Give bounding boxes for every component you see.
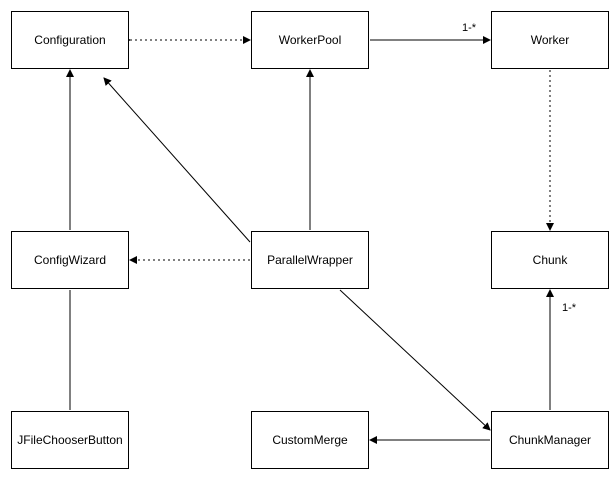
node-worker[interactable]: Worker: [491, 11, 609, 69]
node-configuration[interactable]: Configuration: [11, 11, 129, 69]
node-configwizard-label: ConfigWizard: [33, 253, 107, 267]
node-workerpool[interactable]: WorkerPool: [251, 11, 369, 69]
node-chunk-label: Chunk: [532, 253, 568, 267]
multiplicity-workerpool-worker: 1-*: [462, 22, 477, 34]
node-configuration-label: Configuration: [34, 33, 106, 47]
edge-parallelwrapper-chunkmanager: [339, 289, 491, 431]
node-jfilechooserbutton[interactable]: JFileChooserButton: [11, 411, 129, 469]
multiplicity-chunkmanager-chunk: 1-*: [562, 302, 577, 314]
node-worker-label: Worker: [530, 33, 570, 47]
node-chunk[interactable]: Chunk: [491, 231, 609, 289]
node-custommerge-label: CustomMerge: [272, 433, 348, 447]
node-workerpool-label: WorkerPool: [278, 33, 342, 47]
node-parallelwrapper-label: ParallelWrapper: [267, 253, 353, 267]
node-configwizard[interactable]: ConfigWizard: [11, 231, 129, 289]
node-custommerge[interactable]: CustomMerge: [251, 411, 369, 469]
node-parallelwrapper[interactable]: ParallelWrapper: [251, 231, 369, 289]
node-jfilechooserbutton-label: JFileChooserButton: [17, 433, 123, 447]
node-chunkmanager[interactable]: ChunkManager: [491, 411, 609, 469]
edge-parallelwrapper-configuration: [103, 77, 251, 243]
node-chunkmanager-label: ChunkManager: [508, 433, 592, 447]
